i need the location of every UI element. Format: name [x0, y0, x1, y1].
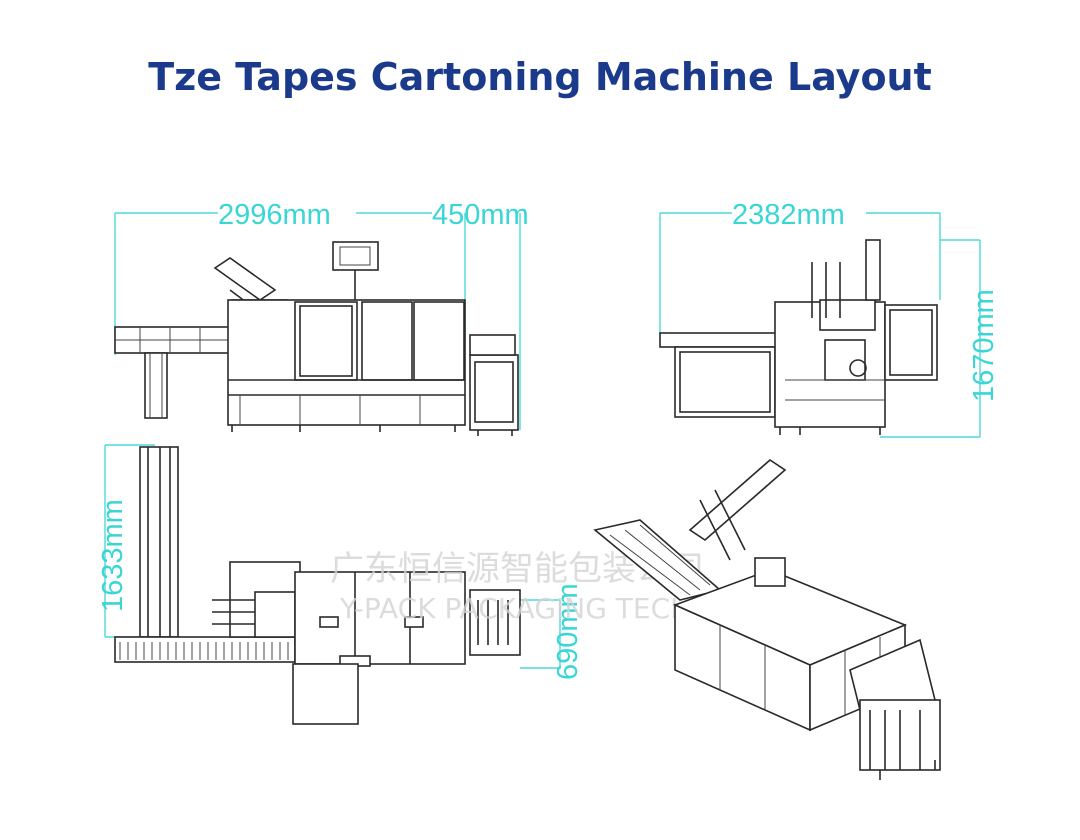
dim-top-depth: 1633mm	[97, 499, 129, 612]
page-title: Tze Tapes Cartoning Machine Layout	[148, 55, 932, 99]
front-view: 2996mm 450mm	[114, 199, 529, 436]
dim-top-extra: 690mm	[552, 583, 584, 680]
dim-side-height: 1670mm	[968, 289, 1000, 402]
dim-front-extra: 450mm	[432, 199, 529, 231]
side-view: 2382mm 1670mm	[659, 199, 1000, 438]
isometric-view	[593, 458, 941, 780]
dim-front-length: 2996mm	[218, 199, 331, 231]
dim-side-width: 2382mm	[732, 199, 845, 231]
top-view: 1633mm 690mm 广东恒信源智能包装公司 Y-PACK PACKAGIN…	[97, 444, 809, 725]
